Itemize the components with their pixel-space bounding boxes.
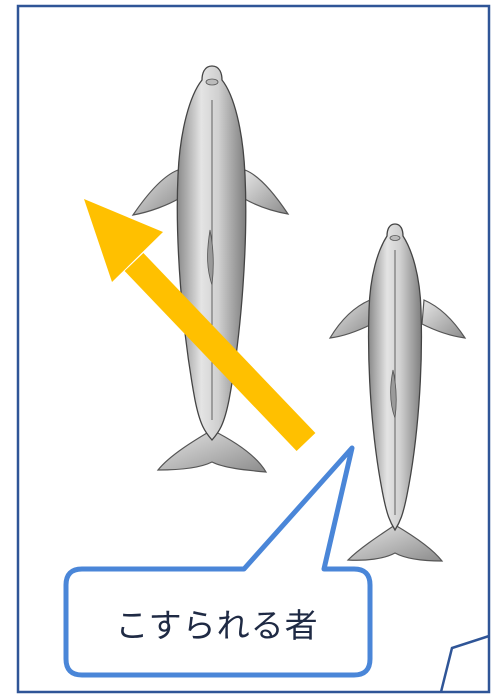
movement-arrow [84,199,316,451]
dolphin-rubbed [328,223,467,562]
folded-corner [439,634,490,693]
callout-label: こすられる者 [115,606,319,645]
callout-bubble [63,445,373,678]
